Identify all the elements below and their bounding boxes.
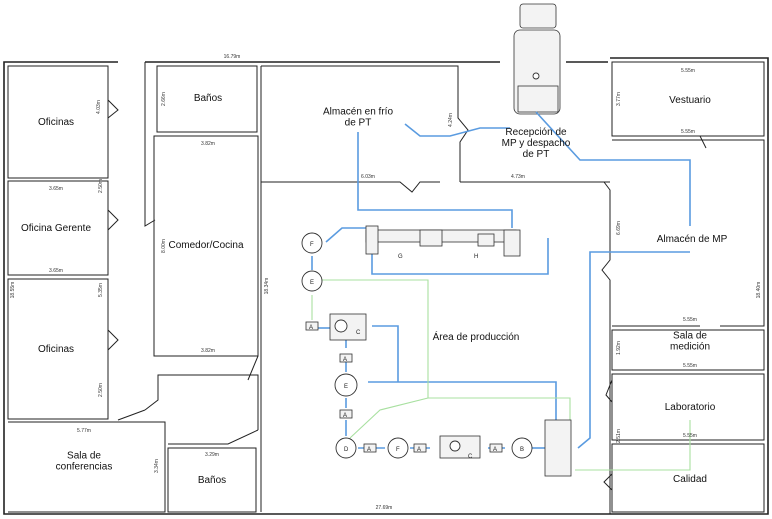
inspection-5: A (417, 447, 421, 453)
room-banos-top: Baños (194, 93, 222, 104)
node-b-label: B (520, 447, 524, 453)
dim-ofi-v1: 2.50m (98, 179, 104, 193)
inspection-markers: A A A A A A (305, 321, 503, 453)
dim-sala-h: 3.34m (154, 459, 160, 473)
dim-banos-top-h: 2.66m (161, 92, 167, 106)
dim-ofi-v3: 2.50m (98, 383, 104, 397)
process-node-d: D (335, 437, 357, 459)
dim-vest-h: 3.77m (616, 92, 622, 106)
inspection-1: A (309, 325, 313, 331)
room-almacen-mp: Almacén de MP (657, 234, 728, 245)
room-banos-bottom: Baños (198, 475, 226, 486)
dim-top-total: 16.79m (224, 54, 241, 60)
machine-c-bottom-label: C (468, 454, 473, 460)
room-oficinas-mid: Oficinas (38, 344, 74, 355)
room-calidad: Calidad (673, 474, 707, 485)
room-comedor: Comedor/Cocina (168, 240, 243, 251)
process-node-f-bottom: F (387, 437, 409, 459)
dim-ofi-w1: 3.65m (49, 186, 63, 192)
dim-medicion-h: 1.92m (616, 341, 622, 355)
dim-frio-w: 6.03m (361, 174, 375, 180)
node-f-bottom-label: F (396, 447, 400, 453)
node-f-top-label: F (310, 242, 314, 248)
outer-walls (3, 57, 769, 515)
node-e-mid-label: E (344, 384, 348, 390)
storage-rack-b (544, 419, 572, 477)
dim-mp-h: 6.69m (616, 221, 622, 235)
dim-ofi-w2: 3.65m (49, 268, 63, 274)
dim-right-height: 18.40m (756, 282, 762, 299)
dim-oficinas-top-h: 4.03m (96, 100, 102, 114)
dim-banos-top-w: 3.82m (201, 141, 215, 147)
machine-c-top-label: C (356, 330, 361, 336)
room-area-produccion: Área de producción (433, 330, 520, 343)
dim-mp-bottom: 5.55m (683, 317, 697, 323)
truck-icon (513, 3, 561, 115)
node-d-label: D (344, 447, 349, 453)
inspection-6: A (493, 447, 497, 453)
room-laboratorio: Laboratorio (665, 402, 716, 413)
dim-prod-height: 18.34m (264, 278, 270, 295)
node-e-top-label: E (310, 280, 314, 286)
dim-vest-bottom: 5.55m (681, 129, 695, 135)
machine-c-top: C (329, 313, 367, 341)
inspection-4: A (367, 447, 371, 453)
machine-g-label: G (398, 254, 403, 260)
room-vestuario: Vestuario (669, 95, 711, 106)
process-node-e-mid: E (334, 373, 358, 397)
machine-c-bottom: C (439, 435, 481, 460)
dim-ofi-v2: 5.35m (98, 283, 104, 297)
dim-vest-top: 5.55m (681, 68, 695, 74)
inspection-2: A (343, 357, 347, 363)
room-oficinas-top: Oficinas (38, 117, 74, 128)
dim-lab-bottom: 5.55m (683, 433, 697, 439)
dim-bottom-total: 27.69m (376, 505, 393, 511)
dim-lab-h: 2.51m (616, 429, 622, 443)
dim-medicion-bottom: 5.55m (683, 363, 697, 369)
inspection-3: A (343, 413, 347, 419)
room-oficina-gerente: Oficina Gerente (21, 223, 91, 234)
process-node-f-top: F (301, 232, 323, 254)
dim-left-total: 18.55m (10, 282, 16, 299)
dim-comedor-h: 8.00m (161, 239, 167, 253)
quality-flow-lines (311, 279, 691, 471)
middle-column (144, 62, 259, 513)
production-perimeter (260, 65, 611, 514)
process-node-b: B (511, 437, 533, 459)
dim-recepcion-w: 4.73m (511, 174, 525, 180)
dim-banos-bottom-w: 3.29m (205, 452, 219, 458)
right-column (603, 61, 765, 513)
left-column (7, 65, 166, 513)
dim-sala-w: 5.77m (77, 428, 91, 434)
dimension-labels: 16.79m 27.69m 18.55m 18.34m 18.40m 3.82m… (10, 54, 762, 511)
process-node-e-top: E (301, 270, 323, 292)
dim-comedor-bottom: 3.82m (201, 348, 215, 354)
dim-frio-h: 4.24m (448, 113, 454, 127)
machine-h-label: H (474, 254, 478, 260)
machine-line-g-h: G H (365, 225, 521, 260)
